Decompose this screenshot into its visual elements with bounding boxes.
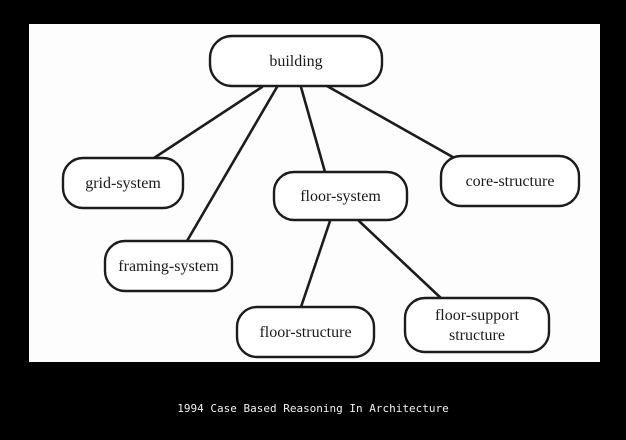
node-box-core-structure: [439, 154, 581, 208]
node-building: building: [208, 34, 384, 88]
edges-layer: [152, 84, 460, 309]
node-floor-structure: floor-structure: [235, 305, 376, 359]
node-framing-system: framing-system: [103, 239, 234, 293]
node-label-grid-system: grid-system: [85, 175, 161, 192]
edge-building-to-framing-system: [185, 85, 279, 243]
edge-building-to-grid-system: [152, 85, 264, 160]
node-box-floor-system: [272, 170, 409, 222]
hierarchy-diagram: building grid-system framing-system floor-s…: [61, 34, 581, 359]
node-box-floor-support-structure: [403, 296, 551, 354]
node-box-building: [208, 34, 384, 88]
node-label-floor-support-structure-1: structure: [449, 327, 505, 344]
figure-caption: 1994 Case Based Reasoning In Architectur…: [177, 402, 449, 415]
node-label-building: building: [269, 53, 322, 70]
node-label-floor-system: floor-system: [300, 188, 381, 205]
node-box-floor-structure: [235, 305, 376, 359]
node-box-grid-system: [61, 156, 185, 210]
node-core-structure: core-structure: [439, 154, 581, 208]
node-grid-system: grid-system: [61, 156, 185, 210]
nodes-layer: building grid-system framing-system floor-s…: [61, 34, 581, 359]
node-floor-system: floor-system: [272, 170, 409, 222]
node-label-core-structure: core-structure: [466, 173, 555, 190]
node-floor-support-structure: floor-support structure: [403, 296, 551, 354]
edge-building-to-floor-system: [299, 85, 327, 174]
node-label-floor-support-structure-0: floor-support: [435, 307, 520, 324]
node-box-framing-system: [103, 239, 234, 293]
edge-building-to-core-structure: [325, 84, 460, 162]
node-label-floor-structure: floor-structure: [259, 324, 351, 341]
node-label-framing-system: framing-system: [118, 258, 219, 275]
edge-floor-system-to-floor-support-structure: [357, 219, 445, 302]
diagram-figure: building grid-system framing-system floor-s…: [29, 24, 600, 362]
edge-floor-system-to-floor-structure: [299, 219, 332, 309]
